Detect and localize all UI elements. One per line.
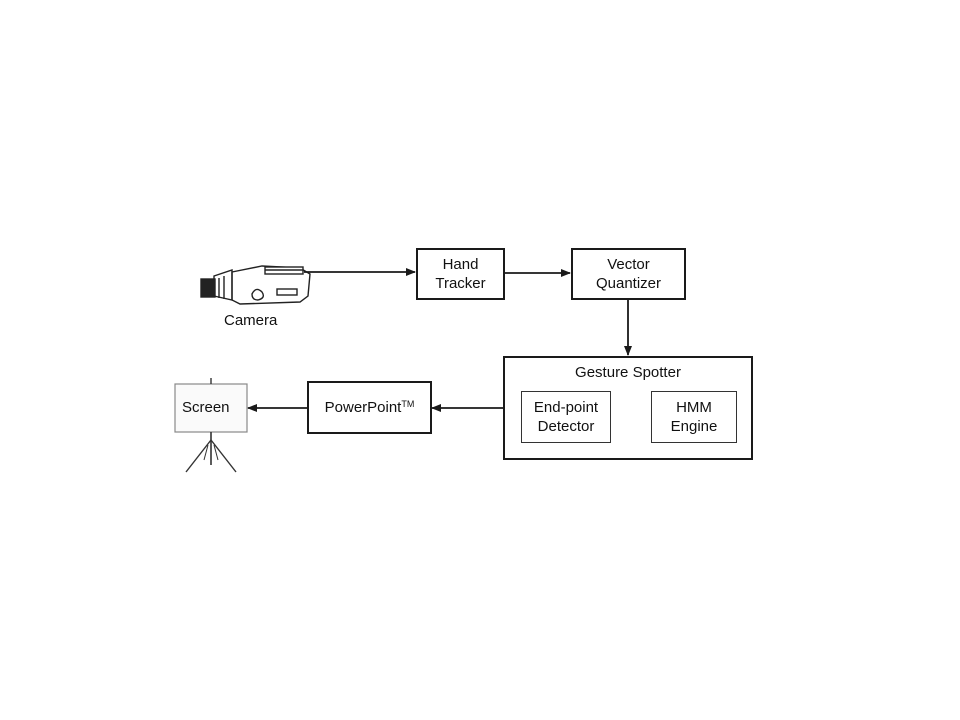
- video-camera-icon: [200, 265, 311, 305]
- camera-label: Camera: [224, 312, 278, 329]
- screen-label: Screen: [182, 399, 230, 416]
- gesture-spotter-box: Gesture Spotter End-point Detector HMM E…: [503, 356, 753, 460]
- endpoint-detector-label: End-point Detector: [533, 399, 599, 435]
- gesture-spotter-title: Gesture Spotter: [575, 364, 681, 381]
- hmm-engine-box: HMM Engine: [651, 391, 737, 443]
- vector-quantizer-box: Vector Quantizer: [571, 248, 686, 300]
- endpoint-detector-box: End-point Detector: [521, 391, 611, 443]
- hmm-engine-label: HMM Engine: [670, 399, 718, 435]
- powerpoint-label: PowerPoint: [324, 399, 402, 416]
- projection-screen-icon: [174, 378, 248, 473]
- hand-tracker-box: Hand Tracker: [416, 248, 505, 300]
- hand-tracker-label: Hand Tracker: [435, 256, 486, 292]
- trademark-mark: TM: [401, 399, 415, 409]
- vector-quantizer-label: Vector Quantizer: [595, 256, 662, 292]
